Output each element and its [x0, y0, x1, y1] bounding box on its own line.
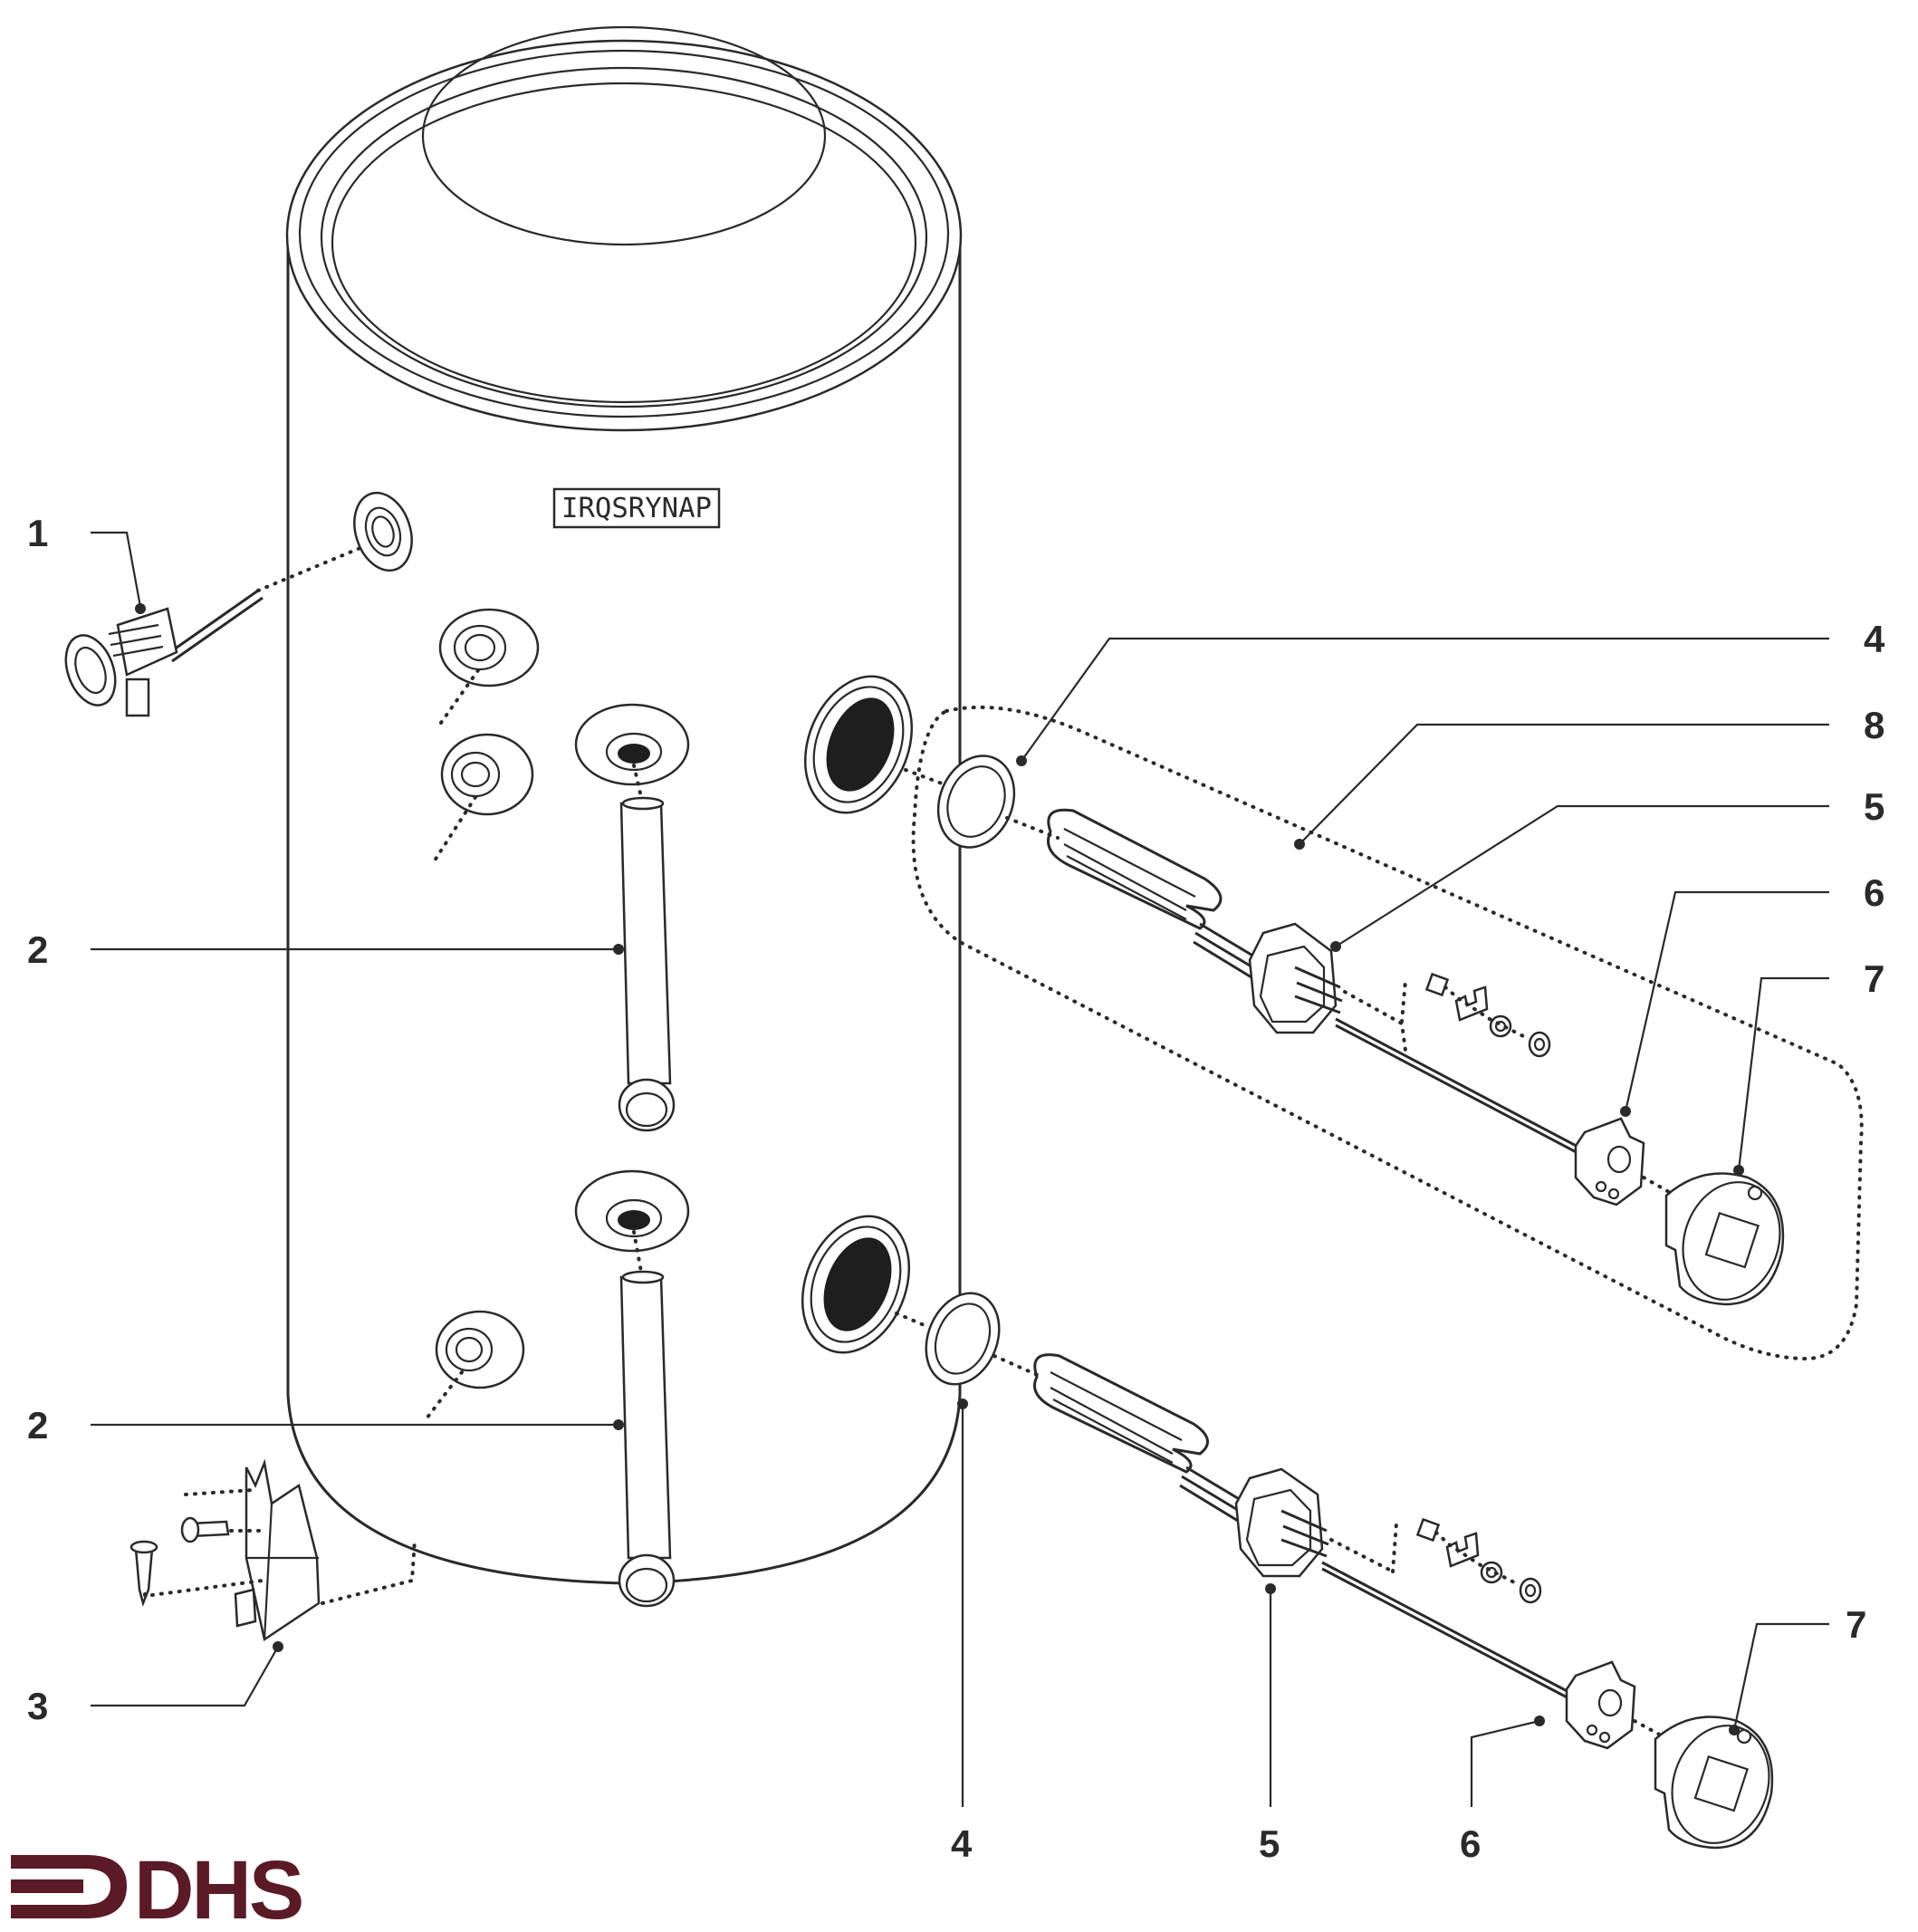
leader-dots-gasket-top — [904, 768, 944, 785]
leader-dots-socket-3 — [422, 1370, 464, 1424]
immersion-boss-top — [803, 675, 914, 814]
leader-dots-fittings-top — [1443, 985, 1530, 1041]
dhs-logo: DHS — [11, 1844, 304, 1932]
leader-dots-2a — [632, 764, 643, 799]
leader-dots-element-bottom — [993, 1354, 1043, 1379]
leader-dots-3d — [321, 1538, 417, 1605]
nameplate: IRQSRYNAP — [552, 487, 721, 529]
leader-dots-1 — [256, 543, 369, 592]
socket-tube-bottom — [574, 1169, 690, 1253]
immersion-boss-bottom — [801, 1215, 911, 1354]
thermostat-cap-bottom — [1654, 1716, 1774, 1850]
leader-dots-3c — [143, 1579, 264, 1599]
drain-valve — [64, 589, 264, 717]
callout-4-top: 4 — [1864, 618, 1885, 660]
nameplate-text: IRQSRYNAP — [561, 493, 712, 524]
leader-lines — [91, 531, 1829, 1807]
leader-dots-6-top — [1642, 1176, 1677, 1197]
dhs-logo-arrow-icon — [11, 1855, 127, 1918]
leader-dots-5-bottom-b — [1391, 1522, 1398, 1573]
leader-dots-5-top-b — [1400, 978, 1407, 1024]
socket-left-1 — [438, 608, 540, 687]
leader-dots-gasket-bottom — [895, 1312, 930, 1329]
leader-dots-5-bottom — [1329, 1538, 1395, 1573]
gasket-top — [936, 755, 1016, 849]
callout-2-lower: 2 — [27, 1404, 48, 1447]
leader-dots-socket-2 — [433, 795, 477, 862]
wall-bracket — [129, 1458, 321, 1642]
callout-8: 8 — [1864, 704, 1884, 746]
leader-dots-socket-1 — [435, 668, 480, 731]
callout-5-top: 5 — [1864, 785, 1884, 828]
callout-3: 3 — [27, 1685, 48, 1727]
callout-5-bottom: 5 — [1259, 1822, 1280, 1865]
heating-element-top — [1047, 808, 1343, 1034]
leader-dots-5-top — [1343, 990, 1407, 1053]
dhs-logo-text: DHS — [134, 1844, 302, 1932]
upper-assembly-enclosure — [911, 705, 1864, 1361]
socket-top-left — [353, 491, 413, 572]
callout-6-top: 6 — [1864, 871, 1884, 914]
callout-1: 1 — [27, 512, 48, 554]
thermostat-top — [1335, 1017, 1645, 1206]
callout-7-top: 7 — [1864, 957, 1884, 1000]
tube-upper — [618, 796, 676, 1132]
cylinder-body — [285, 25, 963, 1585]
leader-dots-2b — [632, 1230, 643, 1274]
tube-lower — [618, 1270, 676, 1608]
callout-7-bottom: 7 — [1846, 1603, 1866, 1646]
leader-dots-3a — [184, 1488, 255, 1496]
thermostat-bottom — [1321, 1561, 1636, 1750]
fittings-bottom — [1415, 1517, 1542, 1604]
callout-numbers: 1 2 2 3 4 8 5 6 7 7 4 5 6 — [27, 512, 1885, 1865]
socket-tube-top — [574, 703, 690, 786]
leader-dots-fittings-bottom — [1434, 1531, 1521, 1587]
fittings-top — [1424, 972, 1551, 1058]
socket-left-3 — [435, 1310, 525, 1389]
socket-left-2 — [440, 733, 534, 816]
callout-4-bottom: 4 — [951, 1822, 973, 1865]
callout-6-bottom: 6 — [1460, 1822, 1481, 1865]
callout-2-upper: 2 — [27, 928, 48, 971]
gasket-bottom — [925, 1292, 1001, 1386]
heating-element-bottom — [1033, 1353, 1329, 1578]
thermostat-cap-top — [1664, 1172, 1785, 1306]
